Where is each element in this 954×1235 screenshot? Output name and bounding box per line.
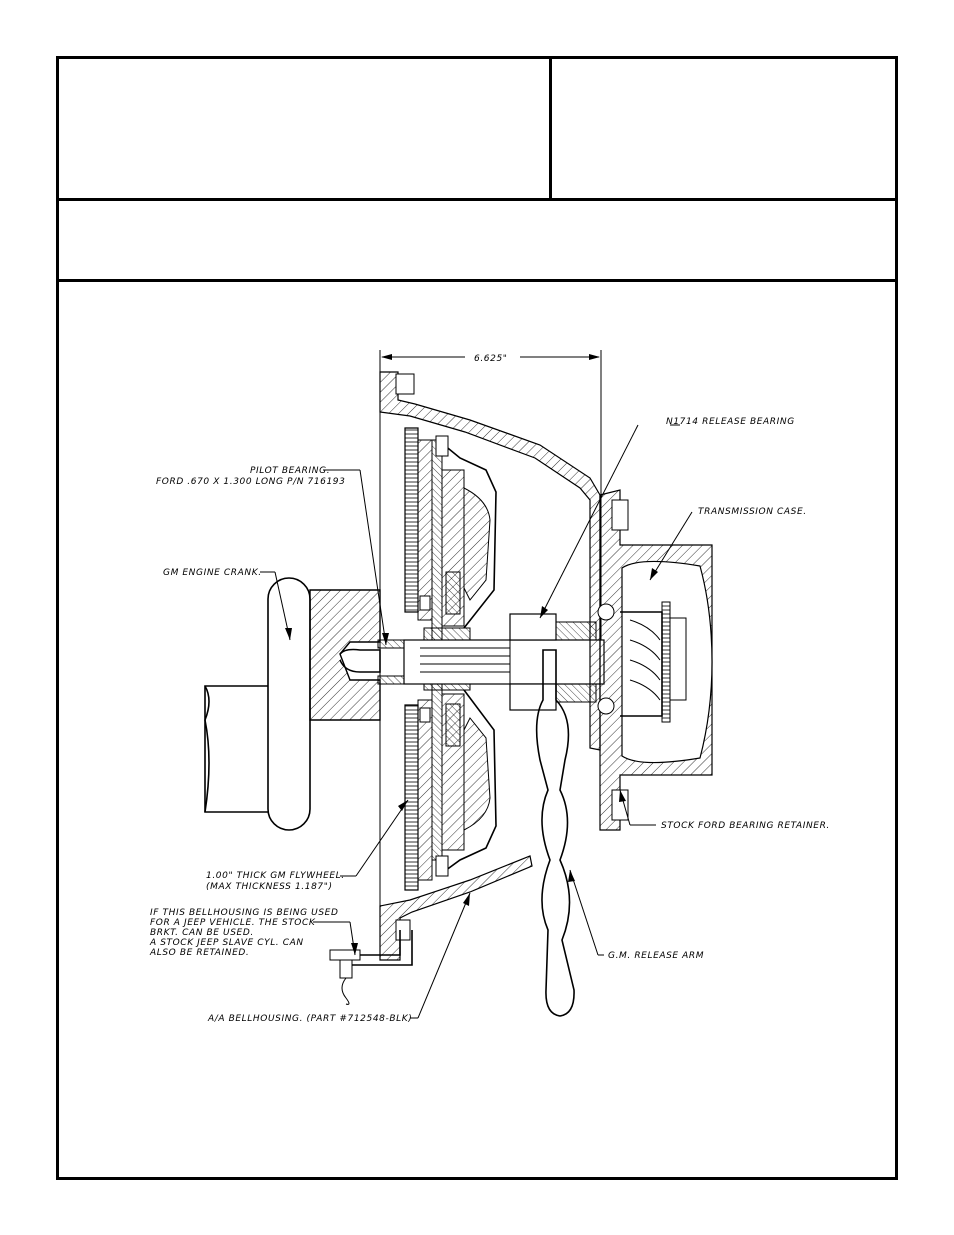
- leader-lines: [260, 424, 693, 1019]
- label-jeep-note-3: BRKT. CAN BE USED.: [150, 928, 254, 938]
- label-bellhousing: A/A BELLHOUSING. (PART #712548-BLK): [207, 1014, 412, 1024]
- label-pilot-bearing-spec: FORD .670 X 1.300 LONG P/N 716193: [156, 477, 345, 487]
- label-jeep-note-5: ALSO BE RETAINED.: [149, 948, 249, 958]
- label-pilot-bearing: PILOT BEARING.: [250, 466, 330, 476]
- title-block-divider: [56, 198, 898, 201]
- label-jeep-note-1: IF THIS BELLHOUSING IS BEING USED: [150, 908, 338, 918]
- drawing-border: [56, 56, 898, 1180]
- input-shaft: [403, 639, 605, 685]
- flywheel: [404, 427, 433, 891]
- label-transmission-case: TRANSMISSION CASE.: [698, 507, 807, 517]
- label-flywheel-max: (MAX THICKNESS 1.187"): [206, 882, 333, 892]
- release-arm: [535, 649, 575, 1017]
- label-jeep-note-2: FOR A JEEP VEHICLE. THE STOCK: [150, 918, 316, 928]
- title-block-split: [549, 56, 552, 200]
- pressure-plate: [435, 435, 497, 877]
- label-release-arm: G.M. RELEASE ARM: [608, 951, 704, 961]
- header-divider: [56, 279, 898, 282]
- engine-crank: [204, 577, 381, 831]
- label-release-bearing: N1714 RELEASE BEARING: [666, 417, 795, 427]
- label-bearing-retainer: STOCK FORD BEARING RETAINER.: [661, 821, 830, 831]
- label-flywheel: 1.00" THICK GM FLYWHEEL.: [206, 871, 345, 881]
- label-engine-crank: GM ENGINE CRANK.: [163, 568, 262, 578]
- label-jeep-note-4: A STOCK JEEP SLAVE CYL. CAN: [149, 938, 304, 948]
- dimension-label: 6.625": [474, 354, 508, 364]
- transmission-case: [597, 489, 713, 831]
- pilot-bearing: [377, 639, 405, 685]
